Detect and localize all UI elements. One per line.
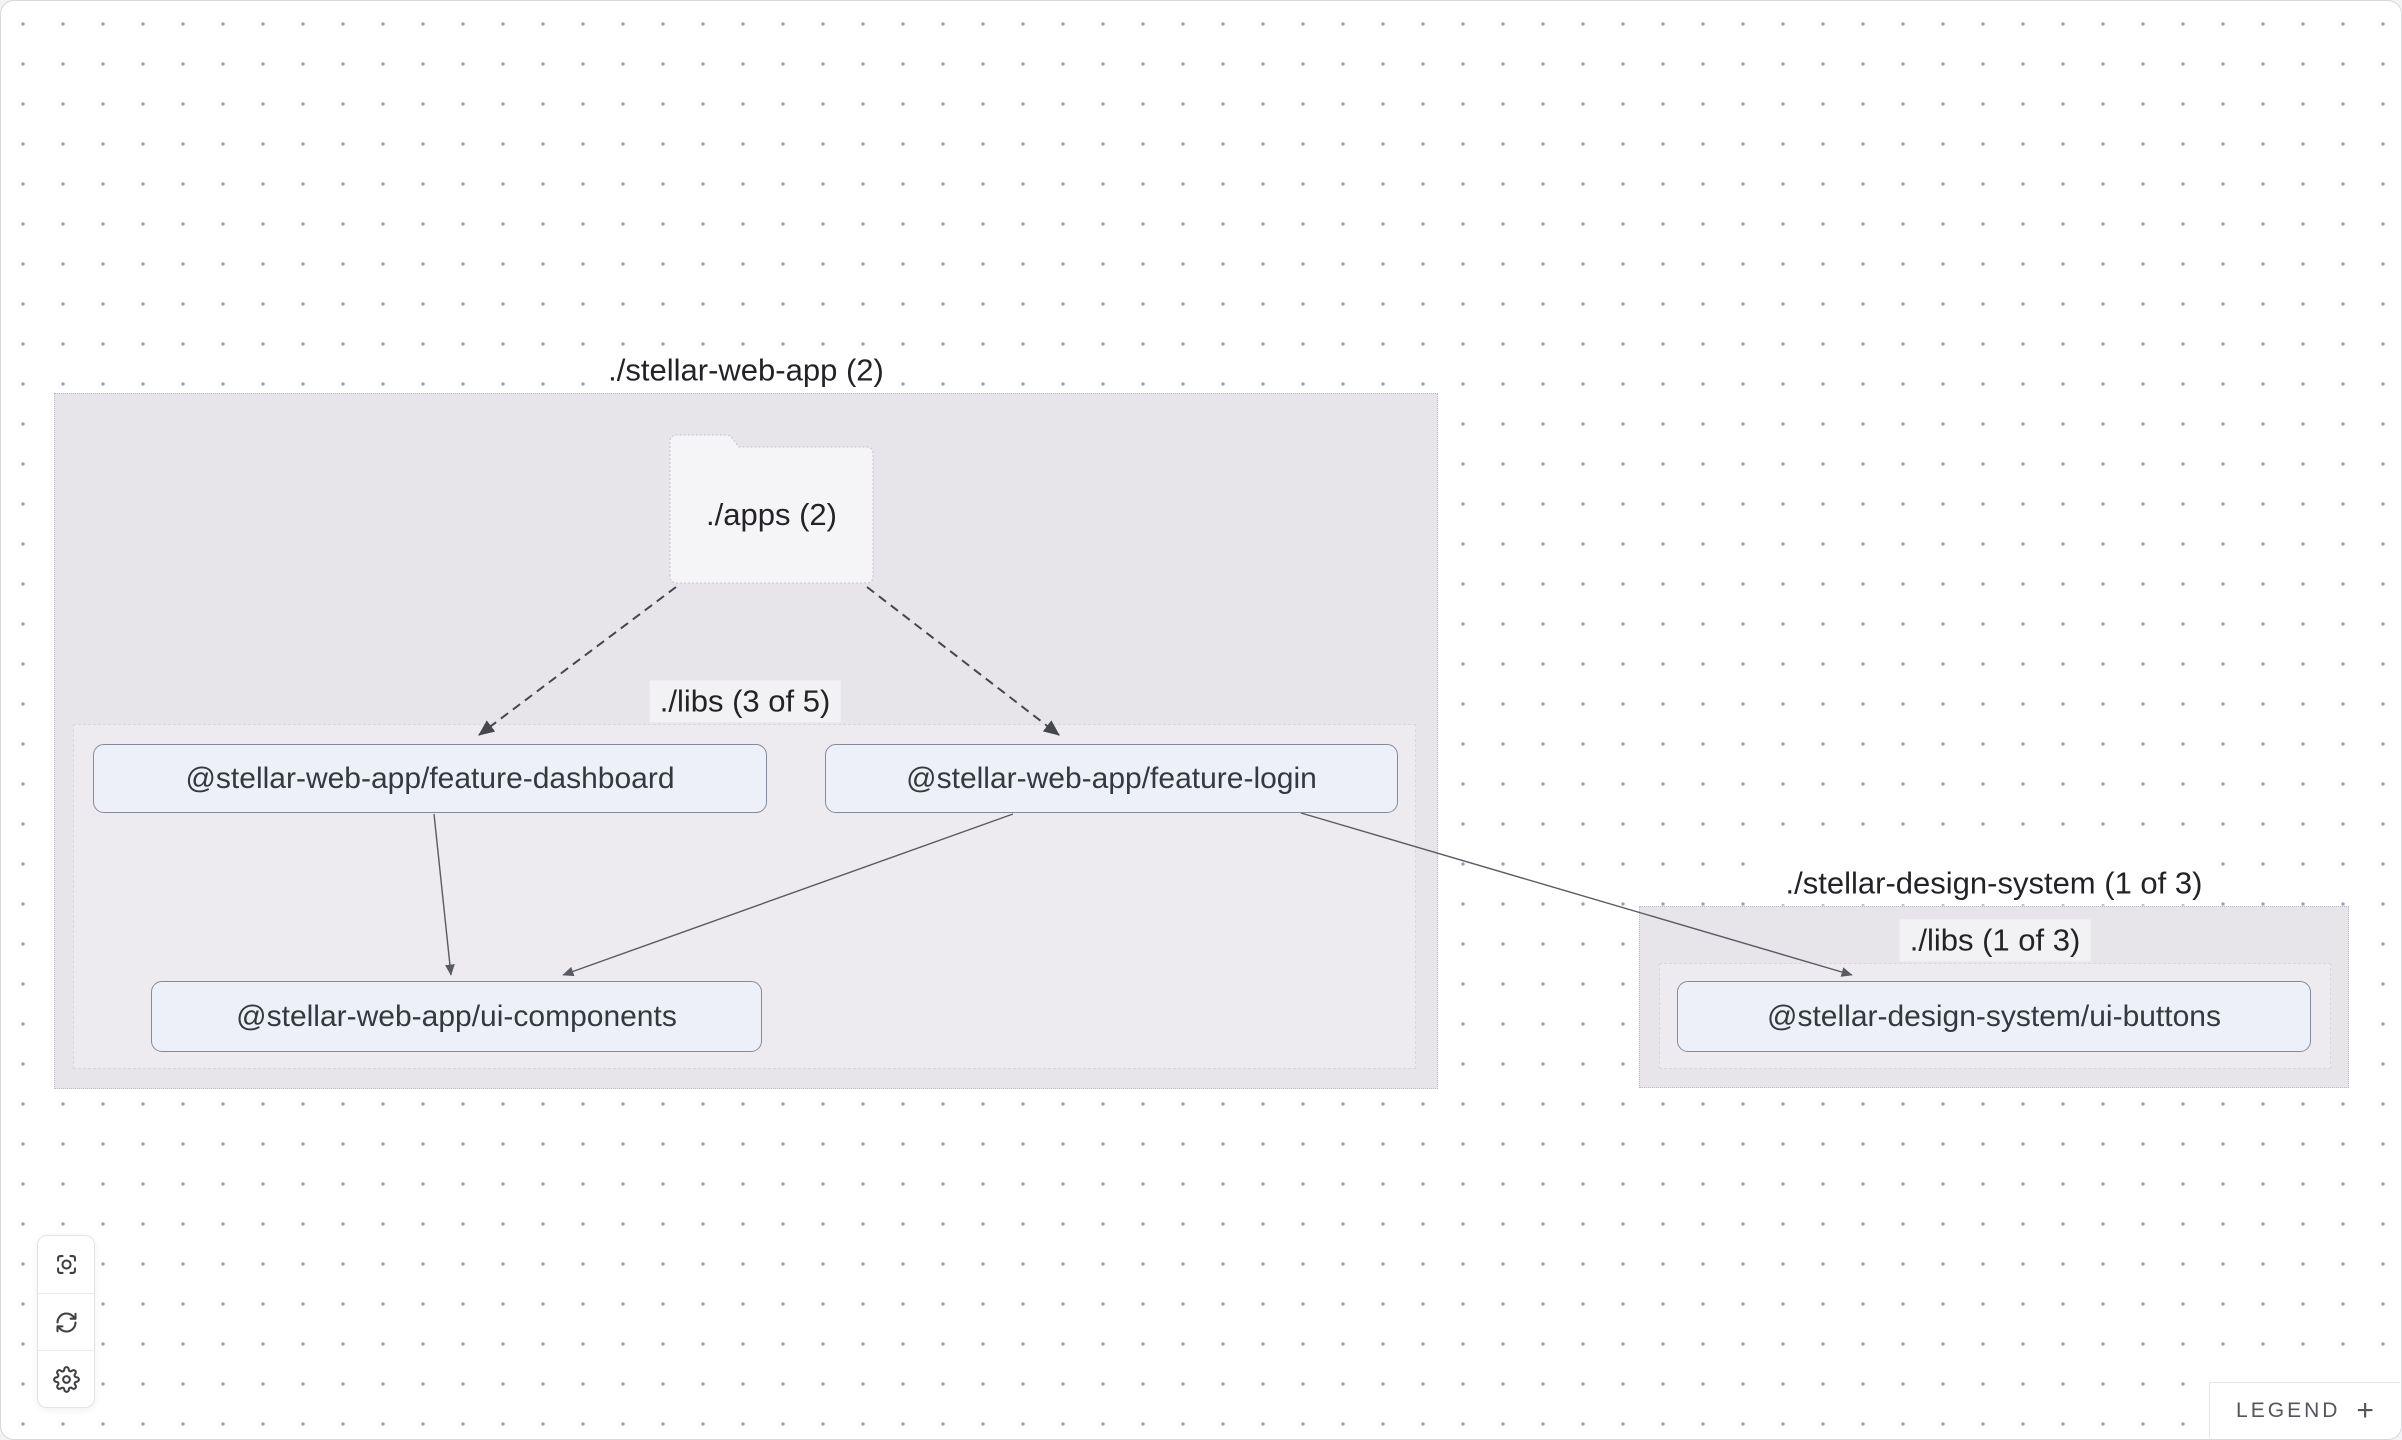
legend-label: LEGEND (2236, 1398, 2341, 1422)
project-node-feature-login[interactable]: @stellar-web-app/feature-login (825, 744, 1398, 813)
project-node-ui-components[interactable]: @stellar-web-app/ui-components (151, 981, 762, 1052)
group-label-stellar-web-app-libs: ./libs (3 of 5) (649, 680, 841, 722)
group-label-stellar-design-system: ./stellar-design-system (1 of 3) (1775, 862, 2213, 904)
group-label-stellar-web-app: ./stellar-web-app (2) (598, 349, 894, 391)
folder-label: ./apps (2) (706, 497, 837, 532)
focus-reset-button[interactable] (38, 1236, 94, 1293)
group-label-stellar-design-system-libs: ./libs (1 of 3) (1899, 919, 2091, 961)
legend-toggle-button[interactable]: LEGEND + (2209, 1382, 2400, 1438)
refresh-button[interactable] (38, 1293, 94, 1350)
settings-button[interactable] (38, 1350, 94, 1407)
folder-node-apps[interactable]: ./apps (2) (669, 434, 874, 584)
folder-icon (669, 434, 874, 584)
refresh-icon (55, 1311, 77, 1333)
settings-icon (52, 1365, 80, 1393)
project-node-feature-dashboard[interactable]: @stellar-web-app/feature-dashboard (93, 744, 767, 813)
plus-icon: + (2356, 1393, 2374, 1427)
project-node-ui-buttons[interactable]: @stellar-design-system/ui-buttons (1677, 981, 2311, 1052)
graph-toolbar (37, 1235, 95, 1408)
focus-icon (56, 1255, 76, 1274)
